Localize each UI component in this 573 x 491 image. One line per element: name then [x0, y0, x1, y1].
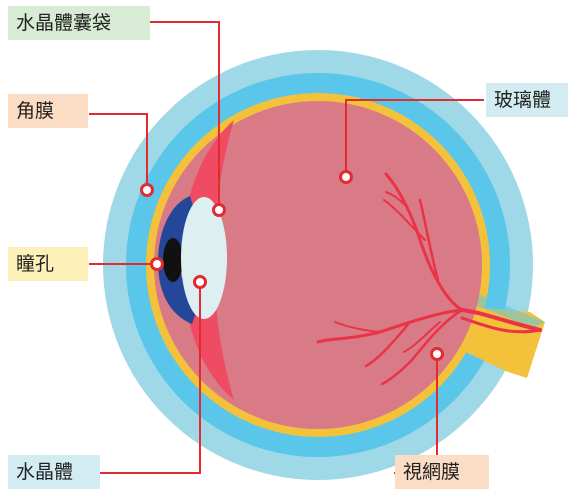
marker-lens-capsule — [214, 205, 225, 216]
pupil — [163, 238, 183, 282]
label-cornea: 角膜 — [8, 94, 88, 128]
label-vitreous: 玻璃體 — [486, 83, 568, 117]
label-lens: 水晶體 — [8, 455, 100, 489]
marker-pupil — [152, 259, 163, 270]
label-retina: 視網膜 — [395, 455, 489, 489]
label-pupil: 瞳孔 — [8, 247, 88, 281]
marker-lens — [195, 277, 206, 288]
marker-cornea — [142, 185, 153, 196]
marker-retina — [432, 349, 443, 360]
label-lens-capsule: 水晶體囊袋 — [8, 6, 150, 40]
marker-vitreous — [341, 172, 352, 183]
